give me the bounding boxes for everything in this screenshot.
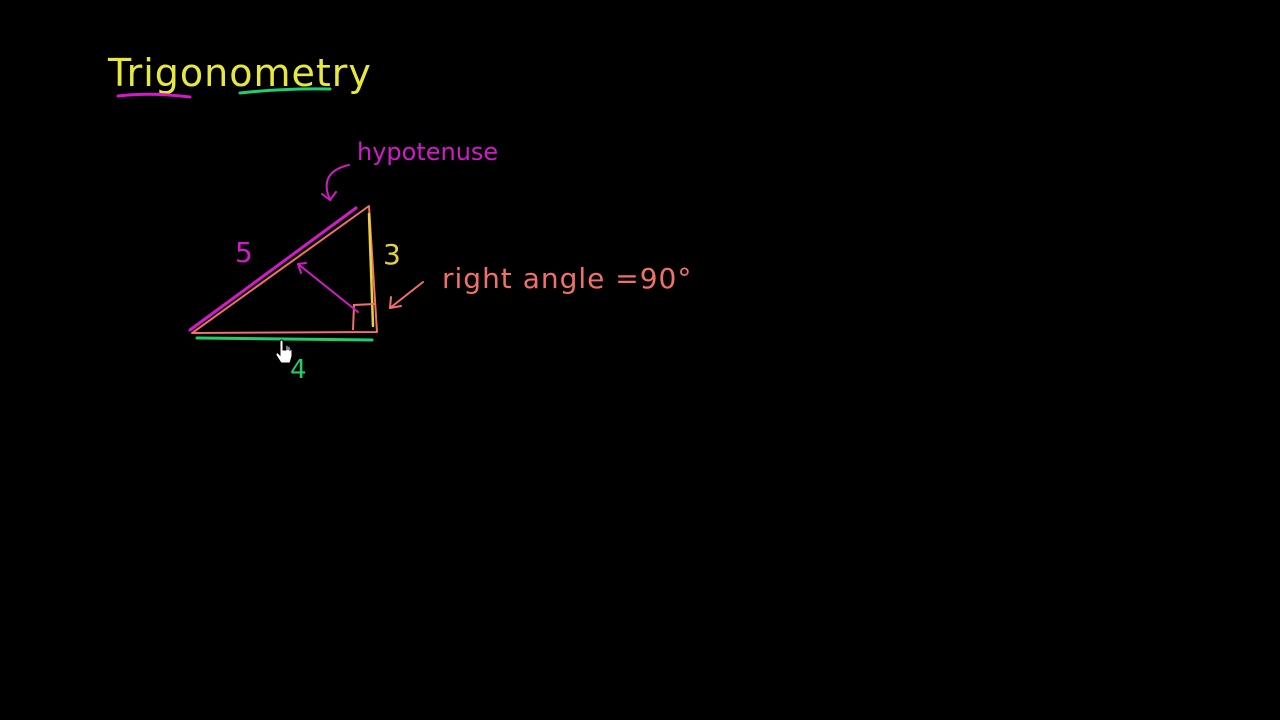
side-4-label: 4 [290,355,307,385]
hypotenuse-highlight [188,206,358,332]
title-text: Trigonometry [107,51,372,95]
triangle-outline [191,205,378,334]
right-angle-arrow [389,281,424,309]
vertical-side-highlight [367,212,375,328]
hand-pointer-icon [275,339,293,364]
base-highlight [195,336,374,342]
right-angle-arrow-head [389,296,402,309]
right-angle-marker [352,303,376,331]
side-3-label: 3 [383,238,401,271]
right-angle-label: right angle =90° [442,262,692,295]
angle-arrow-head [297,262,307,274]
hypotenuse-label: hypotenuse [357,138,498,166]
hypotenuse-arrow-head [321,191,337,201]
side-5-label: 5 [235,236,253,269]
title-underline-magenta [116,92,192,99]
hypotenuse-arrow [325,164,350,201]
angle-arrow [297,263,359,313]
title-underline-green [238,87,332,95]
